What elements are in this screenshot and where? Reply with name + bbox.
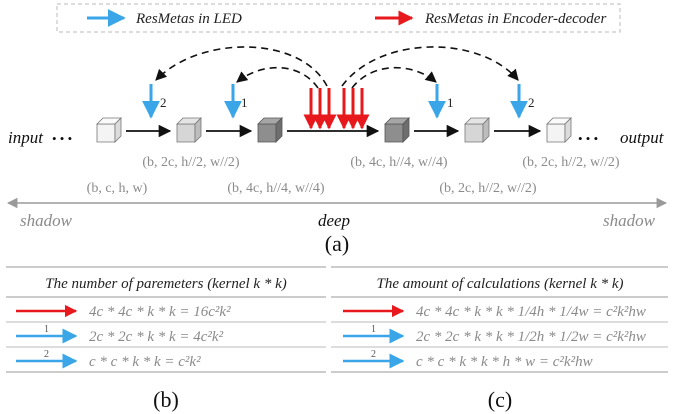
cube-3 [257, 117, 283, 143]
table-b: The number of paremeters (kernel k * k) … [6, 266, 326, 412]
encdec-arrows [303, 88, 370, 130]
shape-label-2: (b, 2c, h//2, w//2) [142, 155, 240, 170]
skip-curves [155, 46, 519, 89]
caption-c: (c) [488, 387, 512, 412]
cube-2 [176, 117, 202, 143]
curve-outer-right [341, 46, 519, 87]
legend-encdec-label: ResMetas in Encoder-decoder [424, 11, 606, 27]
arrow-num-4: 2 [528, 95, 535, 110]
arrow-num-1: 2 [160, 95, 167, 110]
dots-left: • • • [52, 131, 72, 146]
cube-1 [96, 117, 122, 143]
dots-right: • • • [578, 131, 598, 146]
arrow-num-2: 1 [241, 95, 248, 110]
caption-a: (a) [325, 231, 349, 256]
table-b-num-2: 2 [44, 349, 49, 360]
arrow-num-3: 1 [447, 95, 454, 110]
depth-left-label: shadow [20, 211, 73, 230]
depth-center-label: deep [318, 211, 350, 230]
table-c-row-1: 4c * 4c * k * k * 1/4h * 1/4w = c²k²hw [416, 304, 646, 320]
shape-label-4: (b, 4c, h//4, w//4) [350, 155, 448, 170]
table-c-num-1: 1 [371, 324, 376, 335]
table-b-row-3: c * c * k * k = c²k² [89, 354, 201, 370]
led-arrows [142, 84, 528, 119]
legend-box [56, 3, 621, 33]
table-c-row-3: c * c * k * k * h * w = c²k²hw [416, 354, 593, 370]
shape-label-5: (b, 2c, h//2, w//2) [439, 181, 537, 196]
cube-4 [384, 117, 410, 143]
output-label: output [620, 128, 665, 147]
table-b-row-2: 2c * 2c * k * k = 4c²k² [89, 329, 224, 345]
cube-5 [464, 117, 490, 143]
curve-outer-left [155, 46, 328, 87]
table-b-num-1: 1 [44, 324, 49, 335]
legend: ResMetas in LED ResMetas in Encoder-deco… [56, 3, 621, 33]
table-b-header: The number of paremeters (kernel k * k) [45, 276, 286, 292]
table-c-row-2: 2c * 2c * k * k * 1/2h * 1/2w = c²k²hw [416, 329, 646, 345]
shape-label-3: (b, 4c, h//4, w//4) [227, 181, 325, 196]
shape-label-1: (b, c, h, w) [87, 181, 148, 196]
table-c: The amount of calculations (kernel k * k… [331, 266, 668, 412]
curve-inner-left [236, 66, 319, 89]
caption-b: (b) [153, 387, 179, 412]
cube-6 [546, 117, 572, 143]
table-c-num-2: 2 [371, 349, 376, 360]
input-label: input [8, 128, 44, 147]
curve-inner-right [351, 66, 437, 89]
shape-label-6: (b, 2c, h//2, w//2) [522, 155, 620, 170]
legend-led-label: ResMetas in LED [135, 11, 242, 27]
table-c-header: The amount of calculations (kernel k * k… [376, 276, 623, 292]
depth-right-label: shadow [603, 211, 656, 230]
table-b-row-1: 4c * 4c * k * k = 16c²k² [89, 304, 231, 320]
